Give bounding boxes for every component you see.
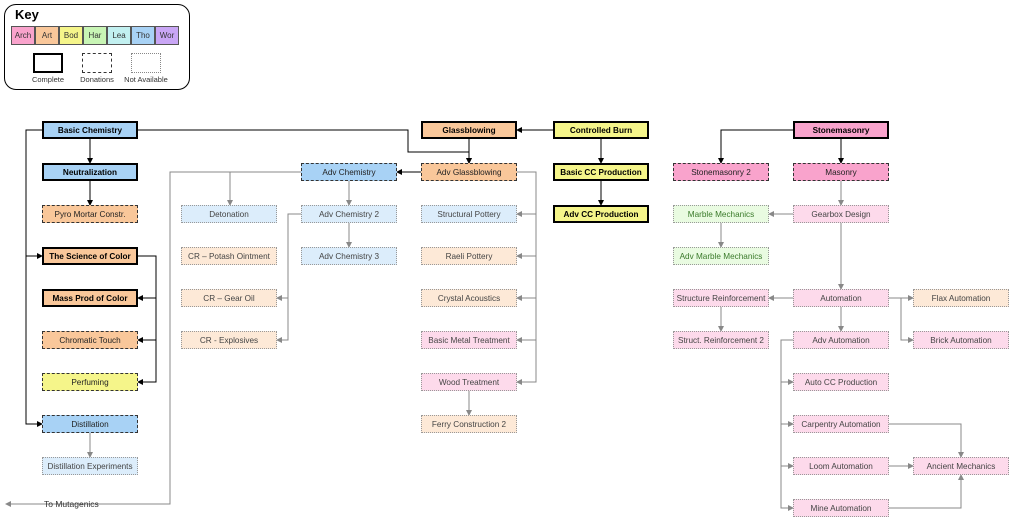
key-swatch-bod: Bod [59,26,83,45]
node-adv-cc[interactable]: Adv CC Production [553,205,649,223]
node-carpentry-automation[interactable]: Carpentry Automation [793,415,889,433]
edge-advglass-wood [516,340,537,385]
key-style-donation [82,53,112,73]
node-loom-automation[interactable]: Loom Automation [793,457,889,475]
edge-advauto-carpentry [780,382,794,427]
node-adv-glassblowing[interactable]: Adv Glassblowing [421,163,517,181]
key-title: Key [15,7,39,22]
to-mutagenics-label: To Mutagenics [44,499,99,509]
edge-advglass-metal [516,298,537,343]
key-style-donation-label: Donations [80,75,114,84]
node-wood-treatment[interactable]: Wood Treatment [421,373,517,391]
key-swatch-lea: Lea [107,26,131,45]
node-mine-automation[interactable]: Mine Automation [793,499,889,517]
node-basic-chemistry[interactable]: Basic Chemistry [42,121,138,139]
node-stonemasonry-2[interactable]: Stonemasonry 2 [673,163,769,181]
node-brick-automation[interactable]: Brick Automation [913,331,1009,349]
node-neutralization[interactable]: Neutralization [42,163,138,181]
key-swatch-art: Art [35,26,59,45]
edge-color-chromatic [137,298,157,343]
node-struct-reinf-2[interactable]: Struct. Reinforcement 2 [673,331,769,349]
node-ferry-construction[interactable]: Ferry Construction 2 [421,415,517,433]
node-masonry[interactable]: Masonry [793,163,889,181]
node-structure-reinf[interactable]: Structure Reinforcement [673,289,769,307]
key-swatch-wor: Wor [155,26,179,45]
node-adv-marble[interactable]: Adv Marble Mechanics [673,247,769,265]
node-chromatic-touch[interactable]: Chromatic Touch [42,331,138,349]
key-style-complete-label: Complete [31,75,65,84]
edge-advglass-crystal [516,256,537,301]
node-adv-chemistry-2[interactable]: Adv Chemistry 2 [301,205,397,223]
node-auto-cc[interactable]: Auto CC Production [793,373,889,391]
edge-color-massprod [137,255,157,301]
edge-advauto-autocc [780,339,794,385]
node-mass-prod-color[interactable]: Mass Prod of Color [42,289,138,307]
node-gearbox-design[interactable]: Gearbox Design [793,205,889,223]
edge-basicchem-distillation [25,256,43,427]
node-glassblowing[interactable]: Glassblowing [421,121,517,139]
node-pyro-mortar[interactable]: Pyro Mortar Constr. [42,205,138,223]
edge-advauto-mine [780,466,794,511]
key-style-complete [33,53,63,73]
key-swatch-har: Har [83,26,107,45]
key-swatch-arch: Arch [11,26,35,45]
edge-advchem-detonation [227,171,301,206]
edge-advglass-structural [516,171,537,217]
edge-mine-ancient [889,474,964,509]
edge-basicchem-advglass [138,129,472,164]
edge-carpentry-ancient [889,423,964,458]
node-basic-cc[interactable]: Basic CC Production [553,163,649,181]
key-style-na [131,53,161,73]
node-detonation[interactable]: Detonation [181,205,277,223]
edge-automation-brick [889,297,914,343]
node-cr-gear-oil[interactable]: CR – Gear Oil [181,289,277,307]
edge-color-perfuming [137,340,157,385]
key-style-na-label: Not Available [124,75,168,84]
edge-to-mutagenics [5,171,230,507]
key-swatch-tho: Tho [131,26,155,45]
edge-advauto-loom [780,424,794,469]
edge-stone-stone2 [718,129,793,164]
node-flax-automation[interactable]: Flax Automation [913,289,1009,307]
edge-advchem2-gearoil [276,213,301,301]
node-stonemasonry[interactable]: Stonemasonry [793,121,889,139]
node-distillation[interactable]: Distillation [42,415,138,433]
node-cr-explosives[interactable]: CR - Explosives [181,331,277,349]
node-ancient-mechanics[interactable]: Ancient Mechanics [913,457,1009,475]
node-science-of-color[interactable]: The Science of Color [42,247,138,265]
node-adv-automation[interactable]: Adv Automation [793,331,889,349]
key-legend: Key Arch Art Bod Har Lea Tho Wor Complet… [4,4,190,90]
node-basic-metal[interactable]: Basic Metal Treatment [421,331,517,349]
node-structural-pottery[interactable]: Structural Pottery [421,205,517,223]
edge-advglass-raeli [516,214,537,259]
node-automation[interactable]: Automation [793,289,889,307]
node-cr-potash[interactable]: CR – Potash Ointment [181,247,277,265]
node-adv-chemistry-3[interactable]: Adv Chemistry 3 [301,247,397,265]
edge-advchem2-explosives [276,298,289,343]
node-controlled-burn[interactable]: Controlled Burn [553,121,649,139]
node-crystal-acoustics[interactable]: Crystal Acoustics [421,289,517,307]
node-distillation-exp[interactable]: Distillation Experiments [42,457,138,475]
node-marble-mechanics[interactable]: Marble Mechanics [673,205,769,223]
node-raeli-pottery[interactable]: Raeli Pottery [421,247,517,265]
node-adv-chemistry[interactable]: Adv Chemistry [301,163,397,181]
node-perfuming[interactable]: Perfuming [42,373,138,391]
edge-basicchem-color [25,129,43,259]
